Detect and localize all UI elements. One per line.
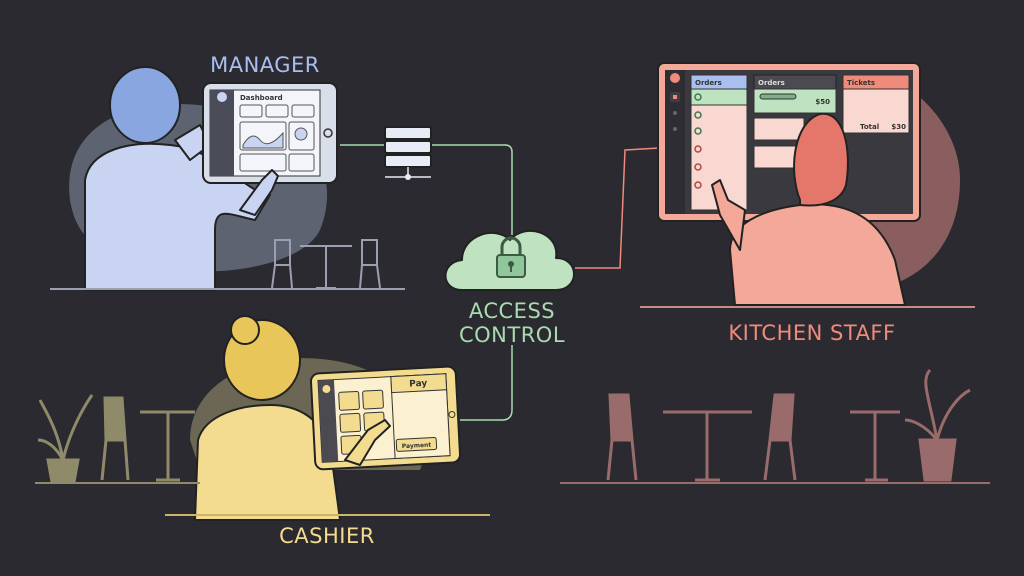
manager-label: MANAGER [210, 53, 320, 77]
access-label-line2: CONTROL [459, 323, 565, 347]
kitchen-screen: Orders Orders $50 Tickets [657, 62, 921, 222]
chair-icon [763, 393, 797, 481]
table-icon [140, 410, 195, 482]
manager-connection-line [340, 144, 513, 235]
kitchen-col1-title: Orders [695, 79, 722, 87]
lock-icon [496, 236, 526, 278]
kitchen-col2-amount: $50 [815, 98, 830, 106]
plant-icon [918, 438, 957, 482]
cashier-connection-line [460, 345, 513, 421]
chair-icon [606, 393, 638, 481]
cashier-label: CASHIER [279, 524, 375, 548]
cashier-tablet: Pay Payment [309, 365, 462, 471]
kitchen-figure [711, 112, 906, 306]
payment-button: Payment [402, 442, 432, 451]
kitchen-col3-title: Tickets [847, 79, 875, 87]
chair-icon [100, 396, 130, 481]
plant-icon [46, 458, 80, 484]
table-icon [300, 245, 352, 289]
kitchen-cafe-furniture [560, 368, 990, 484]
table-icon [663, 410, 752, 482]
kitchen-col2-title: Orders [758, 79, 785, 87]
chair-icon [359, 239, 381, 289]
server-icon [384, 126, 432, 180]
dashboard-title: Dashboard [240, 94, 283, 102]
table-icon [850, 410, 900, 482]
manager-hand [239, 169, 279, 216]
chair-icon [271, 239, 293, 289]
kitchen-label: KITCHEN STAFF [728, 321, 895, 345]
cashier-hand [344, 419, 391, 466]
pay-title: Pay [409, 379, 428, 390]
kitchen-total-amount: $30 [891, 123, 906, 131]
manager-cafe-furniture [50, 239, 405, 290]
kitchen-total-label: Total [860, 123, 879, 131]
order-rows [694, 93, 702, 189]
cashier-figure [194, 315, 341, 521]
kitchen-connection-line [575, 147, 661, 269]
access-label-line1: ACCESS [469, 299, 555, 323]
cashier-cafe-furniture [35, 394, 200, 484]
manager-tablet: Dashboard [202, 82, 338, 184]
